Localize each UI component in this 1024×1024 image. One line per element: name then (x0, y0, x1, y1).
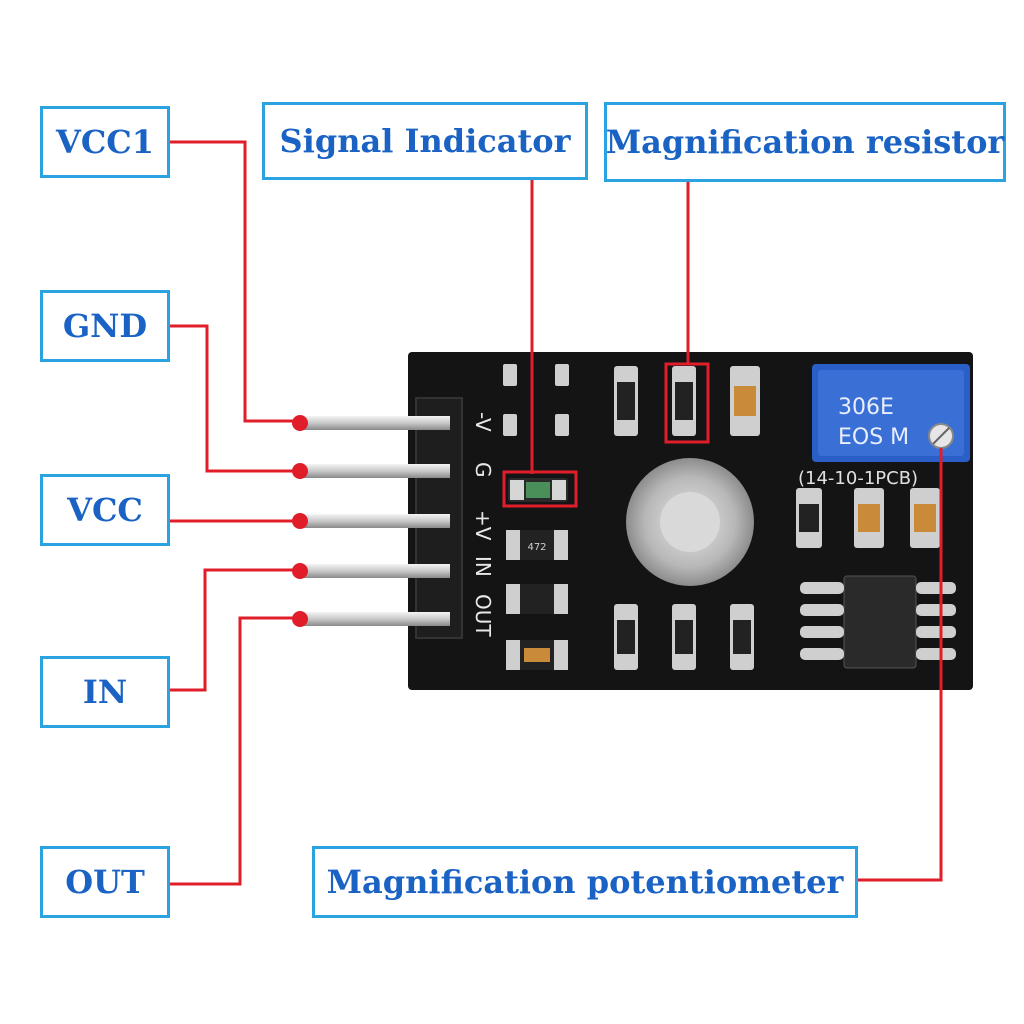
label-vcc1: VCC1 (40, 106, 170, 178)
silk-out: OUT (471, 594, 495, 637)
ic-chip (800, 575, 956, 669)
pin-5 (300, 612, 450, 626)
pot-text-bottom: EOS M (838, 425, 909, 450)
pin-silkscreen: -V G +V IN OUT (471, 412, 495, 637)
pin-4 (300, 564, 450, 578)
pcb-version-text: (14-10-1PCB) (798, 468, 918, 489)
pot-text-top: 306E (838, 395, 894, 420)
header-pins (300, 416, 450, 626)
label-out: OUT (40, 846, 170, 918)
silk-g: G (471, 462, 495, 478)
silk-plus-v: +V (471, 510, 495, 541)
label-in: IN (40, 656, 170, 728)
leader-lines (170, 140, 943, 886)
leader-in (170, 568, 300, 692)
pin-3 (300, 514, 450, 528)
label-magnification-potentiometer: Magnification potentiometer (312, 846, 858, 918)
potentiometer: 306E EOS M (812, 364, 970, 462)
label-magnification-resistor: Magnification resistor (604, 102, 1006, 182)
smd-pads-left (503, 364, 569, 436)
top-resistors (614, 362, 760, 444)
leader-vcc1 (170, 140, 300, 423)
label-gnd: GND (40, 290, 170, 362)
label-signal-indicator: Signal Indicator (262, 102, 588, 180)
silk-minus-v: -V (471, 412, 495, 432)
label-vcc: VCC (40, 474, 170, 546)
smd-code-472: 472 (527, 542, 546, 553)
silk-in: IN (471, 556, 495, 577)
resistor-472: 472 (506, 530, 568, 560)
pin-1 (300, 416, 450, 430)
pin-2 (300, 464, 450, 478)
signal-led (502, 470, 578, 508)
right-smd (796, 488, 940, 548)
pin-dots (292, 415, 308, 627)
bottom-resistors (614, 604, 754, 670)
leader-out (170, 616, 300, 886)
leader-gnd (170, 324, 300, 473)
smd-lower-left (506, 584, 568, 670)
leader-pot (858, 448, 943, 882)
